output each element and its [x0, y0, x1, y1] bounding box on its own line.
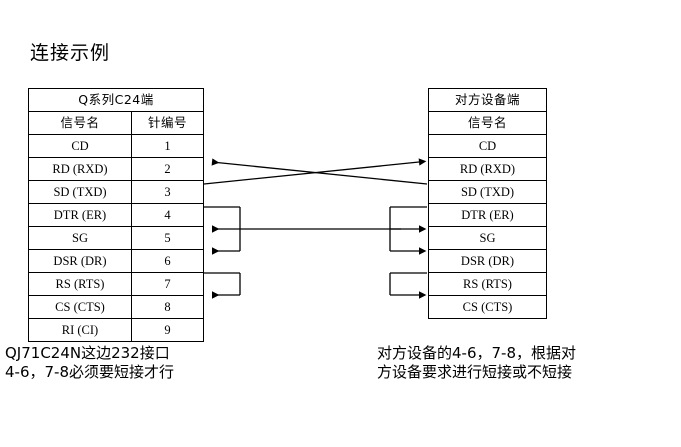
left-pin-dtr: 4 — [130, 203, 205, 227]
caption-left: QJ71C24N这边232接口 4-6，7-8必须要短接才行 — [5, 344, 174, 381]
left-table-title: Q系列C24端 — [27, 88, 205, 112]
right-signal-cd: CD — [428, 134, 547, 158]
left-column-signal-name: 信号名 — [28, 111, 132, 135]
page-title: 连接示例 — [30, 42, 111, 64]
table-row: CS (CTS) 8 — [28, 295, 205, 319]
right-signal-rs: RS (RTS) — [428, 272, 547, 296]
right-pin-table: 对方设备端 信号名 CD RD (RXD) SD (TXD) DTR (ER) … — [428, 88, 547, 319]
right-table-column-row: 信号名 — [428, 111, 547, 135]
table-row: RD (RXD) 2 — [28, 157, 205, 181]
left-signal-sd: SD (TXD) — [28, 180, 132, 204]
table-row: CD 1 — [28, 134, 205, 158]
left-pin-sg: 5 — [130, 226, 205, 250]
table-row: DSR (DR) — [428, 249, 547, 273]
left-signal-sg: SG — [28, 226, 132, 250]
right-column-signal-name: 信号名 — [428, 111, 547, 135]
caption-right: 对方设备的4-6，7-8，根据对 方设备要求进行短接或不短接 — [377, 344, 577, 381]
wire-sd-left-to-rd-right — [203, 158, 427, 185]
table-row: DSR (DR) 6 — [28, 249, 205, 273]
right-signal-rd: RD (RXD) — [428, 157, 547, 181]
table-row: RI (CI) 9 — [28, 318, 205, 342]
left-column-pin-number: 针编号 — [130, 111, 205, 135]
left-signal-rd: RD (RXD) — [28, 157, 132, 181]
left-pin-ri: 9 — [130, 318, 205, 342]
wire-sd-right-to-rd-left — [211, 158, 428, 185]
left-pin-rd: 2 — [130, 157, 205, 181]
table-row: CD — [428, 134, 547, 158]
right-signal-cs: CS (CTS) — [428, 295, 547, 319]
table-row: CS (CTS) — [428, 295, 547, 319]
table-row: DTR (ER) — [428, 203, 547, 227]
left-pin-cs: 8 — [130, 295, 205, 319]
right-signal-sg: SG — [428, 226, 547, 250]
left-pin-sd: 3 — [130, 180, 205, 204]
left-signal-cd: CD — [28, 134, 132, 158]
table-row: SG — [428, 226, 547, 250]
right-table-title: 对方设备端 — [428, 88, 547, 112]
table-row: RD (RXD) — [428, 157, 547, 181]
table-row: RS (RTS) 7 — [28, 272, 205, 296]
right-table-header-row: 对方设备端 — [428, 88, 547, 112]
left-signal-dsr: DSR (DR) — [28, 249, 132, 273]
left-signal-ri: RI (CI) — [28, 318, 132, 342]
left-signal-dtr: DTR (ER) — [28, 203, 132, 227]
table-row: SD (TXD) 3 — [28, 180, 205, 204]
left-table-column-row: 信号名 针编号 — [28, 111, 205, 135]
right-signal-dtr: DTR (ER) — [428, 203, 547, 227]
left-pin-rs: 7 — [130, 272, 205, 296]
left-pin-dsr: 6 — [130, 249, 205, 273]
table-row: DTR (ER) 4 — [28, 203, 205, 227]
table-row: SD (TXD) — [428, 180, 547, 204]
left-pin-cd: 1 — [130, 134, 205, 158]
table-row: RS (RTS) — [428, 272, 547, 296]
table-row: SG 5 — [28, 226, 205, 250]
right-signal-dsr: DSR (DR) — [428, 249, 547, 273]
left-signal-rs: RS (RTS) — [28, 272, 132, 296]
left-signal-cs: CS (CTS) — [28, 295, 132, 319]
left-pin-table: Q系列C24端 信号名 针编号 CD 1 RD (RXD) 2 SD (TXD)… — [27, 88, 205, 342]
right-signal-sd: SD (TXD) — [428, 180, 547, 204]
left-table-header-row: Q系列C24端 — [27, 88, 205, 112]
